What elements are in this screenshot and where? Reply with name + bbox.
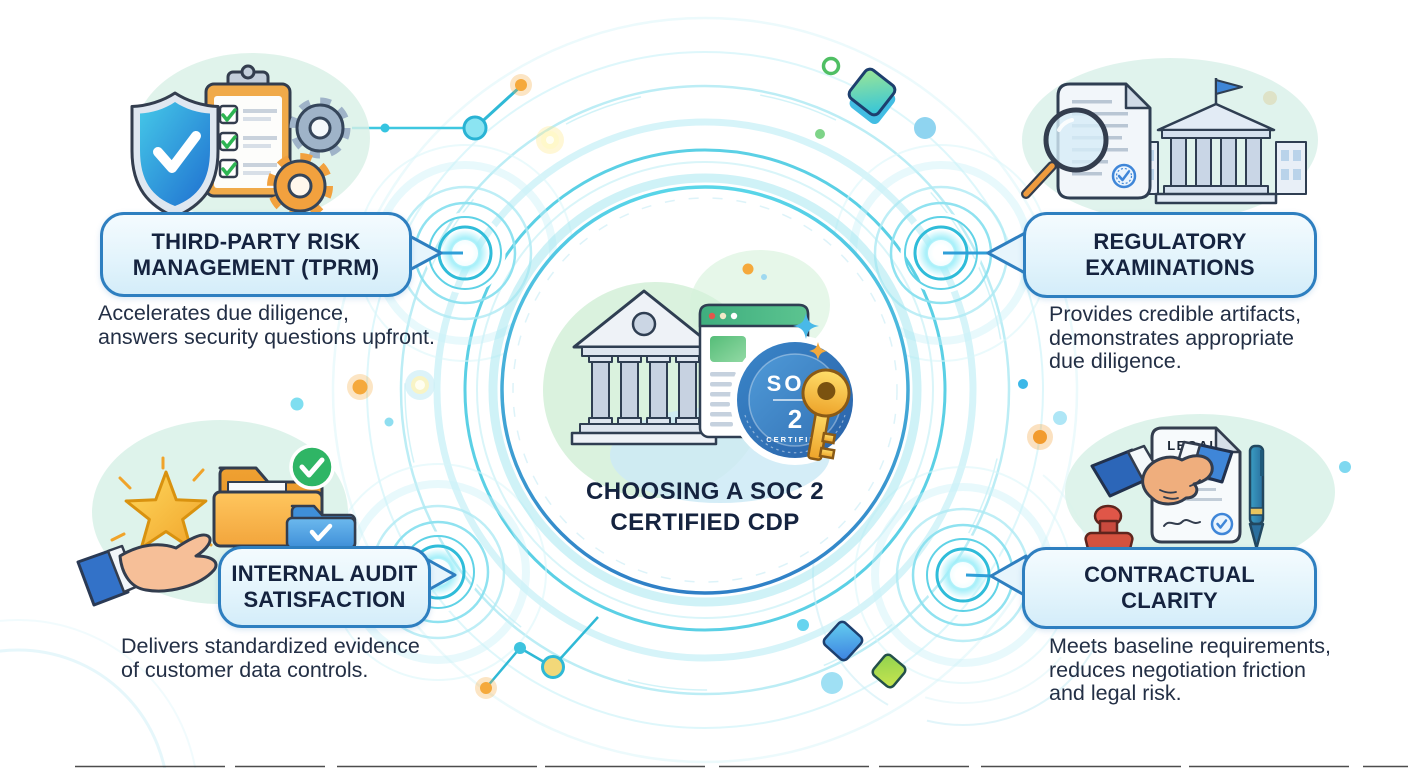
regulatory-description: Provides credible artifacts, demonstrate… [1049,302,1302,374]
page-title: CHOOSING A SOC 2 CERTIFIED CDP [505,477,905,538]
page-title-line2: CERTIFIED CDP [610,508,800,536]
pen-icon [1248,444,1265,550]
key-icon [801,368,851,461]
hand-presenting-star-icon [76,456,218,607]
tprm-description: Accelerates due diligence, answers secur… [98,301,435,349]
tprm-title-line1: THIRD-PARTY RISK [151,228,361,254]
contract-bubble: CONTRACTUAL CLARITY [1022,547,1317,629]
tprm-illustration [130,53,370,223]
handshake-icon [1090,440,1234,506]
corner-arcs [0,619,197,768]
gray-gear-icon [289,97,351,159]
contract-title-line2: CLARITY [1121,588,1218,613]
rubber-stamp-icon [1084,504,1134,551]
orange-dot [742,263,754,275]
network-polyline-bottom-left [475,616,599,699]
audit-title-line2: SATISFACTION [243,587,406,612]
badge-number-text: 2 [788,404,802,434]
audit-bubble: INTERNAL AUDIT SATISFACTION [218,546,431,628]
regulatory-bubble: REGULATORY EXAMINATIONS [1023,212,1317,298]
contract-title-line1: CONTRACTUAL [1084,562,1255,588]
contract-illustration: LEGAL [1065,414,1335,570]
center-illustration: SOC 2 CERTIFIED [543,250,860,503]
regulatory-illustration [1021,58,1318,222]
network-polyline-top-left [352,74,564,154]
tprm-title-line2: MANAGEMENT (TPRM) [132,254,380,280]
badge-label-text: CERTIFIED [766,435,824,444]
magnifier-icon [1021,107,1109,199]
audit-title-line1: INTERNAL AUDIT [231,561,418,587]
node-outer-arc [834,446,1092,704]
bank-building-icon [570,289,718,446]
contract-description: Meets baseline requirements, reduces neg… [1049,634,1332,706]
blue-dot [761,274,767,280]
decorative-shapes [290,56,1351,694]
orange-gear-icon [267,153,333,219]
center-rings [331,16,1079,764]
page-title-line1: CHOOSING A SOC 2 [586,478,824,505]
blue-sparkle-icon [793,313,819,339]
audit-description: Delivers standardized evidence of custom… [121,634,420,682]
node-outer-arc [812,424,1114,726]
tprm-bubble: THIRD-PARTY RISK MANAGEMENT (TPRM) [100,212,412,297]
soc2-certified-badge-icon: SOC 2 CERTIFIED [730,335,860,465]
audit-illustration [76,420,357,607]
orange-sparkle-icon [809,342,827,360]
regulatory-title-line1: REGULATORY [1093,229,1247,255]
regulatory-title-line2: EXAMINATIONS [1085,255,1255,280]
